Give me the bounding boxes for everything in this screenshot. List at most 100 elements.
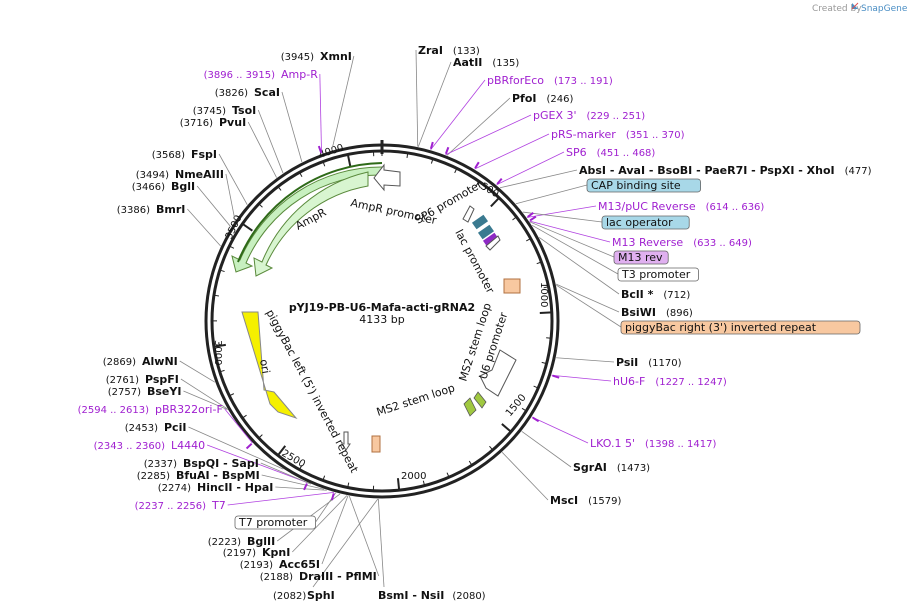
tick-mark [526,238,531,242]
right-label-lac-operator[interactable]: lac operator [601,215,690,230]
leader-line [551,374,612,382]
plasmid-size: 4133 bp [359,313,404,326]
label-position: (1398 .. 1417) [645,439,717,450]
right-label-sgrai[interactable]: SgrAI(1473) [573,461,650,474]
right-label-prs-marker[interactable]: pRS-marker(351 .. 370) [551,128,685,141]
label-position: (2188) [260,572,293,583]
tick-mark [422,480,426,486]
bottom-label-sphi[interactable]: (2082)SphI [273,589,335,602]
label-position: (3466) [132,182,165,193]
right-label-absi-avai-bsobi-paer7i-pspxi-xhoi[interactable]: AbsI - AvaI - BsoBI - PaeR7I - PspXI - X… [579,164,872,177]
label-name: Acc65I [279,558,320,571]
right-label-zrai[interactable]: ZraI(133) [418,44,480,57]
left-label-pcii[interactable]: PciI(2453) [125,421,187,434]
bottom-label-bsmi-nsii[interactable]: BsmI - NsiI (2080) [378,589,486,602]
tick-mark [521,407,527,412]
left-label-alwni[interactable]: AlwNI(2869) [103,355,178,368]
left-label-bseyi[interactable]: BseYI(2757) [108,385,182,398]
label-position: (2080) [452,591,485,602]
right-label-piggybac-right-3-inverted-repeat[interactable]: piggyBac right (3') inverted repeat [620,320,861,335]
sp6-promoter-feature[interactable] [462,205,475,223]
label-name: BsmI - NsiI [378,589,444,602]
u6-promoter-feature[interactable] [479,349,517,397]
left-label-pspfi[interactable]: PspFI(2761) [106,373,179,386]
right-label-cap-binding-site[interactable]: CAP binding site [586,178,701,193]
tick-mark [446,472,450,478]
label-name: PciI [164,421,186,434]
tick-mark [241,223,253,232]
primer-site-mark [429,141,434,150]
right-label-sp6[interactable]: SP6(451 .. 468) [566,146,655,159]
left-label-bfuai-bspmi[interactable]: BfuAI - BspMI(2285) [137,469,260,482]
left-label-hincii-hpai[interactable]: HincII - HpaI(2274) [158,481,274,494]
left-label-acc65i[interactable]: Acc65I (2193) [240,558,320,571]
ampr-promoter-feature[interactable] [373,163,401,192]
left-label-nmeaiii[interactable]: NmeAIII(3494) [136,168,224,181]
label-position: (2757) [108,387,141,398]
label-position: (451 .. 468) [597,148,656,159]
leader-line [417,61,452,147]
right-label-pbrforeco[interactable]: pBRforEco(173 .. 191) [487,74,613,87]
left-label-tsoi[interactable]: TsoI(3745) [193,104,257,117]
left-label-bspqi-sapi[interactable]: BspQI - SapI(2337) [144,457,259,470]
left-label-pvui[interactable]: PvuI(3716) [180,116,246,129]
right-label-pgex-3[interactable]: pGEX 3'(229 .. 251) [533,109,645,122]
right-label-pfoi[interactable]: PfoI(246) [512,92,573,105]
left-label-scai[interactable]: ScaI(3826) [215,86,280,99]
label-position: (2193) [240,560,273,571]
left-label-draiii-pflmi[interactable]: DraIII - PflMI(2188) [260,570,377,583]
feature-box-label: T7 promoter [238,516,308,529]
label-position: (3494) [136,170,169,181]
right-label-bcli[interactable]: BclI *(712) [621,288,690,301]
t7-promoter-feature[interactable] [341,431,351,451]
right-label-lko-1-5[interactable]: LKO.1 5'(1398 .. 1417) [590,437,716,450]
right-label-t3-promoter[interactable]: T3 promoter [617,267,699,282]
tick-mark [533,385,539,389]
label-name: BspQI - SapI [183,457,259,470]
leader-line [499,169,578,189]
primer-site-mark [532,416,540,423]
left-label-xmni[interactable]: XmnI(3945) [281,50,352,63]
tick-mark [277,445,287,457]
right-label-m13-rev[interactable]: M13 rev [613,250,669,265]
left-label-l4440[interactable]: L4440(2343 .. 2360) [94,439,206,452]
ms2-stem-loop-feature-1[interactable] [463,397,477,417]
tick-mark [322,475,326,481]
primer-site-mark [552,374,560,379]
leader-line [538,237,620,295]
tick-mark [219,269,225,273]
lac-cluster-feature[interactable] [471,214,501,251]
label-name: PfoI [512,92,537,105]
left-label-amp-r[interactable]: Amp-R(3896 .. 3915) [204,68,319,81]
right-label-psii[interactable]: PsiI(1170) [616,356,682,369]
left-label-t7-promoter[interactable]: T7 promoter [234,515,316,530]
tick-mark [396,478,401,491]
leader-line [331,55,355,151]
leader-line [501,452,549,501]
right-label-m13-reverse[interactable]: M13 Reverse(633 .. 649) [612,236,752,249]
right-label-msci[interactable]: MscI(1579) [550,494,621,507]
piggybac-right-feature[interactable] [503,278,521,294]
left-label-bglii[interactable]: BglII(2223) [208,535,275,548]
right-label-aatii[interactable]: AatII(135) [453,56,519,69]
ms2-stem-loop-feature-2[interactable] [473,391,487,409]
right-label-hu6-f[interactable]: hU6-F(1227 .. 1247) [613,375,727,388]
right-label-bsiwi[interactable]: BsiWI(896) [621,306,693,319]
left-label-pbr322ori-f[interactable]: pBR322ori-F(2594 .. 2613) [78,403,223,416]
left-label-kpni[interactable]: KpnI(2197) [223,546,291,559]
leader-line [188,426,284,470]
label-position: (2285) [137,471,170,482]
left-label-bmri[interactable]: BmrI(3386) [117,203,186,216]
left-label-bgli[interactable]: BglI(3466) [132,180,195,193]
left-label-t7[interactable]: T7(2237 .. 2256) [135,499,226,512]
ori-feature[interactable] [241,311,298,420]
primer-site-mark [474,161,480,169]
feature-box-label: lac operator [606,216,673,229]
right-label-m13-puc-reverse[interactable]: M13/pUC Reverse(614 .. 636) [598,200,764,213]
piggybac-left-feature[interactable] [371,435,381,453]
label-name: BmrI [156,203,185,216]
left-label-fspi[interactable]: FspI(3568) [152,148,217,161]
ampr-feature[interactable] [231,162,383,273]
label-name: SphI [307,589,335,602]
